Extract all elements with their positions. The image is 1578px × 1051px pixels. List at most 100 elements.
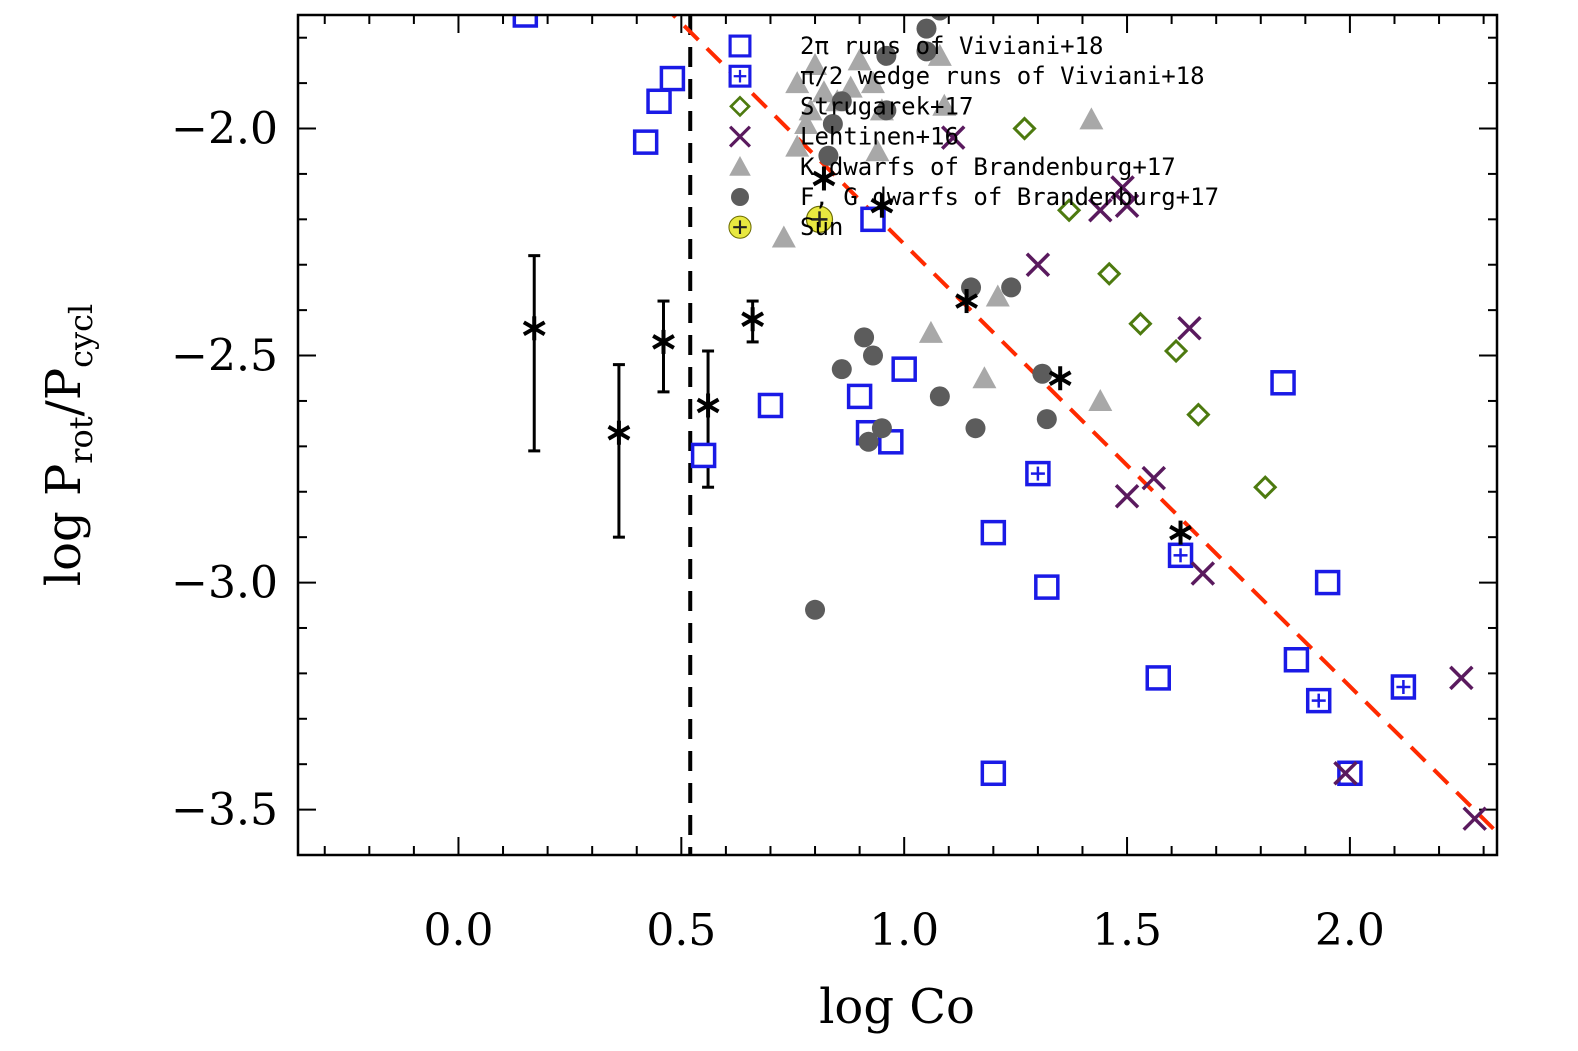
- marker-diamond: [729, 95, 751, 118]
- marker-square: [1314, 569, 1341, 596]
- asterisk-marker: [812, 166, 836, 191]
- asterisk-marker: [696, 393, 720, 418]
- plot-area: [512, 0, 1497, 855]
- circle-marker: [929, 386, 950, 407]
- circle-marker: [858, 431, 879, 452]
- square-open-marker: [860, 206, 886, 233]
- circle-marker: [876, 100, 897, 121]
- marker-circle: [916, 18, 937, 39]
- square-open-marker: [659, 65, 686, 92]
- circle-marker: [1036, 409, 1057, 430]
- marker-triangle: [803, 52, 828, 75]
- y-axis-label-sub1: rot: [62, 416, 100, 464]
- square-open-marker: [690, 442, 717, 469]
- marker-triangle: [1088, 388, 1113, 411]
- triangle-marker: [972, 366, 997, 389]
- marker-x-b: [728, 125, 752, 148]
- y-tick-label: −3.0: [171, 558, 278, 609]
- marker-triangle: [785, 134, 810, 157]
- square-open-marker: [846, 383, 873, 410]
- x-marker: [1190, 561, 1216, 586]
- circle-marker: [731, 188, 749, 206]
- triangle-marker: [847, 48, 872, 71]
- asterisk-marker: [522, 316, 546, 341]
- y-axis-label-main: log P: [36, 464, 92, 587]
- x-marker: [1177, 316, 1202, 341]
- y-tick-labels: −1.0−1.5−2.0−2.5−3.0−3.5: [171, 104, 278, 836]
- asterisk-marker: [955, 289, 978, 314]
- marker-circle: [854, 327, 875, 348]
- circle-marker: [805, 599, 826, 620]
- x-marker: [1141, 465, 1167, 491]
- triangle-marker: [1079, 107, 1104, 130]
- marker-triangle: [771, 225, 796, 248]
- marker-circle: [916, 41, 937, 62]
- marker-asterisk-arm: [522, 320, 546, 337]
- marker-circle: [831, 91, 852, 112]
- marker-square: [690, 442, 717, 469]
- diamond-open-marker: [1128, 311, 1153, 336]
- marker-diamond: [1012, 116, 1037, 141]
- x-marker: [1462, 806, 1487, 831]
- y-axis-label-sub2: cycl: [62, 304, 100, 368]
- marker-square: [860, 206, 886, 233]
- marker-asterisk-arm: [607, 424, 631, 441]
- circle-marker: [916, 18, 937, 39]
- marker-square: [846, 383, 873, 410]
- triangle-marker: [927, 43, 952, 66]
- triangle-marker: [771, 225, 796, 248]
- diamond-open-marker: [1253, 475, 1278, 500]
- marker-circle: [858, 431, 879, 452]
- marker-x-b: [940, 125, 966, 150]
- circle-marker: [854, 327, 875, 348]
- marker-circle: [818, 145, 839, 166]
- triangle-marker: [1088, 388, 1113, 411]
- y-axis-label-sep: /P: [36, 368, 92, 416]
- marker-triangle: [972, 366, 997, 389]
- circle-marker: [916, 41, 937, 62]
- circle-marker: [831, 91, 852, 112]
- triangle-marker: [985, 284, 1010, 307]
- marker-square: [891, 356, 917, 382]
- marker-asterisk-arm: [1169, 524, 1192, 541]
- marker-triangle: [847, 48, 872, 71]
- triangle-marker: [918, 320, 943, 343]
- x-tick-label: 1.0: [869, 905, 939, 956]
- x-marker: [1088, 198, 1113, 223]
- square-open-marker: [632, 129, 659, 155]
- circle-marker: [831, 359, 852, 380]
- marker-circle: [805, 599, 826, 620]
- marker-x-b: [1088, 198, 1113, 223]
- marker-asterisk-arm: [1048, 370, 1072, 386]
- legend-label: F, G dwarfs of Brandenburg+17: [800, 183, 1219, 211]
- circle-marker: [961, 277, 982, 298]
- circle-marker: [871, 418, 892, 439]
- marker-triangle: [932, 93, 957, 116]
- x-tick-label: 2.0: [1315, 905, 1385, 956]
- marker-x-b: [1190, 561, 1216, 586]
- marker-circle: [1032, 363, 1053, 384]
- marker-x-b: [1025, 252, 1051, 277]
- triangle-marker: [811, 80, 836, 103]
- legend-label: K dwarfs of Brandenburg+17: [800, 153, 1176, 181]
- axis-ticks: [298, 15, 1497, 855]
- marker-triangle: [798, 98, 823, 121]
- marker-circle: [871, 418, 892, 439]
- asterisk-marker: [1169, 520, 1192, 545]
- square-open-marker: [1034, 574, 1060, 600]
- triangle-marker: [729, 156, 751, 176]
- marker-triangle: [1079, 107, 1104, 130]
- marker-circle: [965, 418, 986, 439]
- triangle-marker: [785, 134, 810, 157]
- diamond-open-marker: [1186, 402, 1211, 427]
- marker-x-b: [1114, 484, 1140, 509]
- marker-circle: [822, 113, 843, 134]
- sun-marker: [728, 215, 752, 239]
- triangle-marker: [860, 71, 885, 94]
- asterisk-marker: [652, 329, 675, 354]
- marker-square: [512, 15, 539, 28]
- asterisk-marker: [607, 420, 631, 445]
- marker-square: [617, 0, 639, 8]
- diamond-open-marker: [729, 95, 751, 118]
- marker-x-b: [1462, 806, 1487, 831]
